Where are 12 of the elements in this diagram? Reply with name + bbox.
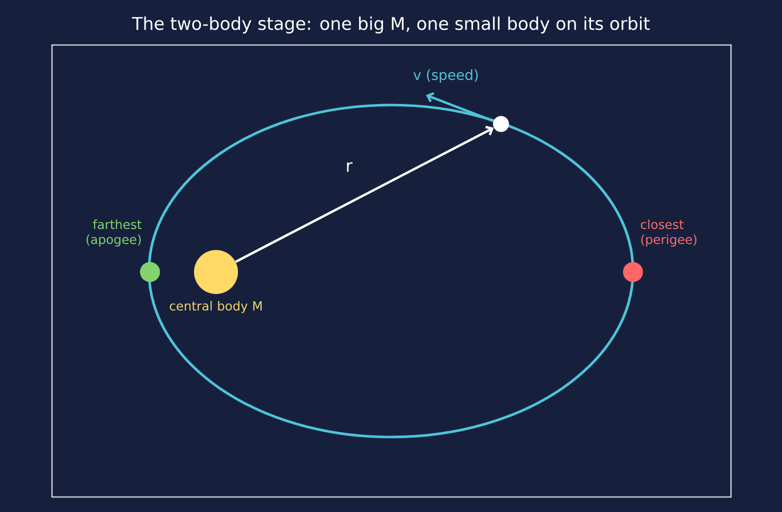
arrow — [426, 92, 494, 122]
title: The two-body stage: one big M, one small body on its orbit — [132, 16, 650, 34]
orbiting-body — [493, 116, 509, 132]
point-label: closest (perigee) — [640, 219, 696, 247]
orbit-point — [623, 262, 643, 282]
arrow — [235, 126, 494, 263]
point-label: farthest (apogee) — [86, 219, 142, 247]
point-label: central body M — [170, 300, 262, 314]
orbit-point — [140, 262, 160, 282]
edge-label: v (speed) — [413, 69, 478, 83]
central-body — [194, 250, 238, 294]
edge-label: r — [347, 162, 352, 172]
